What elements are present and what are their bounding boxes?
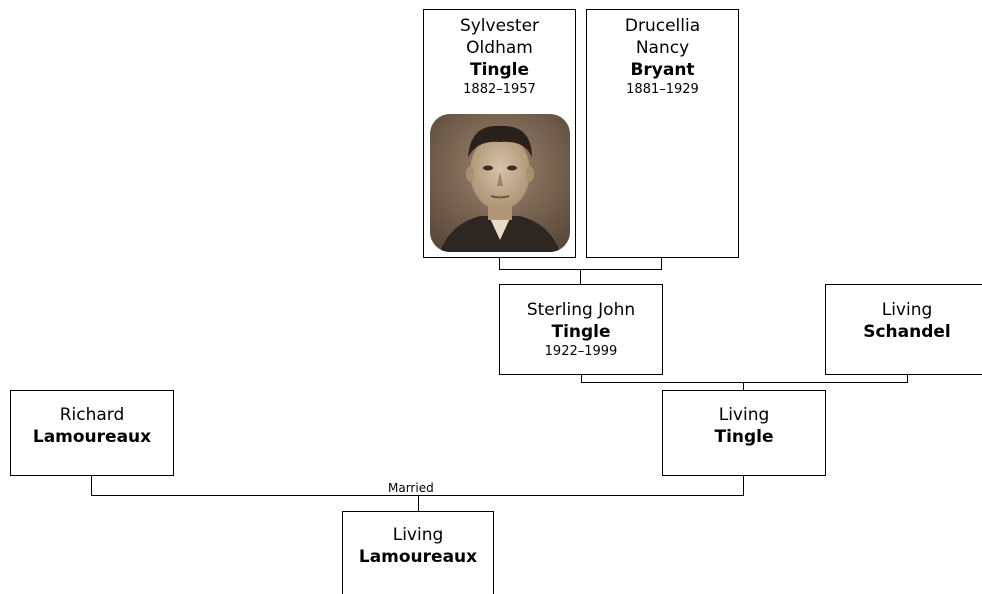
person-card-sterling-tingle[interactable]: Sterling John Tingle 1922–1999	[499, 284, 663, 375]
connector-line	[581, 375, 582, 383]
connector-line	[580, 269, 581, 284]
surname: Tingle	[551, 322, 611, 342]
person-card-richard-lamoureaux[interactable]: Richard Lamoureaux	[10, 390, 174, 476]
person-card-living-tingle[interactable]: Living Tingle	[662, 390, 826, 476]
given-name: Drucellia Nancy	[624, 16, 701, 58]
life-dates: 1881–1929	[626, 82, 699, 97]
marriage-line	[91, 495, 744, 496]
person-card-sylvester-tingle[interactable]: Sylvester Oldham Tingle 1882–1957	[423, 9, 576, 258]
given-name: Living	[881, 300, 933, 320]
connector-line	[499, 258, 500, 270]
surname: Schandel	[863, 322, 951, 342]
connector-line	[743, 382, 744, 390]
surname: Bryant	[630, 60, 695, 80]
connector-line	[743, 476, 744, 496]
connector-line	[661, 258, 662, 270]
surname: Tingle	[714, 427, 774, 447]
person-card-living-schandel[interactable]: Living Schandel	[825, 284, 982, 375]
surname: Tingle	[469, 60, 530, 80]
life-dates: 1882–1957	[463, 82, 536, 97]
portrait-photo	[430, 114, 570, 252]
given-name: Sterling John	[526, 300, 636, 320]
marriage-label: Married	[386, 481, 436, 495]
connector-line	[418, 495, 419, 511]
connector-line	[907, 375, 908, 383]
given-name: Living	[392, 525, 444, 545]
connector-line	[581, 382, 908, 383]
given-name: Living	[718, 405, 770, 425]
given-name: Richard	[59, 405, 125, 425]
life-dates: 1922–1999	[544, 344, 618, 359]
person-card-drucellia-bryant[interactable]: Drucellia Nancy Bryant 1881–1929	[586, 9, 739, 258]
surname: Lamoureaux	[358, 547, 478, 567]
person-card-living-lamoureaux[interactable]: Living Lamoureaux	[342, 511, 494, 594]
given-name: Sylvester Oldham	[459, 16, 540, 58]
surname: Lamoureaux	[32, 427, 152, 447]
connector-line	[91, 476, 92, 496]
